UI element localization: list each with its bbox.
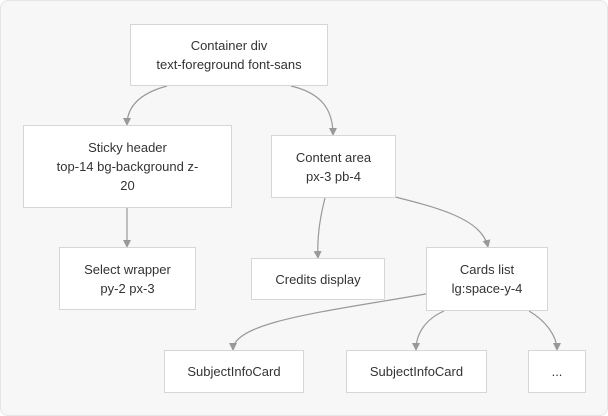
edge-container-to-sticky-header [123,85,168,126]
node-select-wrapper-classes: py-2 px-3 [100,280,155,296]
edge-cards-list-to-subject-card-2 [412,310,445,351]
node-content-area-classes: px-3 pb-4 [306,168,361,184]
node-sticky-header-label: Sticky header [88,140,167,155]
edge-cards-list-to-subject-card-1 [229,292,432,351]
edge-content-area-to-cards-list [370,190,491,248]
node-container-div-label: Container div [190,38,268,53]
node-subject-info-card-2-label: SubjectInfoCard [369,364,464,379]
node-container-div: Container div text-foreground font-sans [130,24,328,86]
node-more-ellipsis: ... [528,350,586,393]
node-cards-list: Cards list lg:space-y-4 [426,247,548,311]
node-content-area: Content area px-3 pb-4 [271,135,396,198]
node-cards-list-label: Cards list [459,262,515,277]
node-more-ellipsis-label: ... [551,364,563,379]
node-select-wrapper-label: Select wrapper [84,261,171,277]
node-subject-info-card-1-label: SubjectInfoCard [187,364,281,379]
node-sticky-header-classes: top-14 bg-background z- [56,159,199,174]
node-subject-info-card-2: SubjectInfoCard [346,350,487,393]
node-cards-list-classes: lg:space-y-4 [451,281,523,296]
edge-container-to-content-area [290,85,337,136]
edge-content-area-to-credits-display [313,197,326,259]
node-content-area-label: Content area [295,149,372,165]
edge-cards-list-to-more [528,310,561,351]
node-container-div-classes: text-foreground font-sans [156,57,302,72]
node-credits-display-label: Credits display [275,271,361,287]
node-subject-info-card-1: SubjectInfoCard [164,350,304,393]
node-sticky-header-classes-cont: 20 [120,178,135,193]
node-credits-display: Credits display [251,258,385,300]
node-sticky-header: Sticky header top-14 bg-background z- 20 [23,125,232,208]
node-select-wrapper: Select wrapper py-2 px-3 [59,247,196,310]
